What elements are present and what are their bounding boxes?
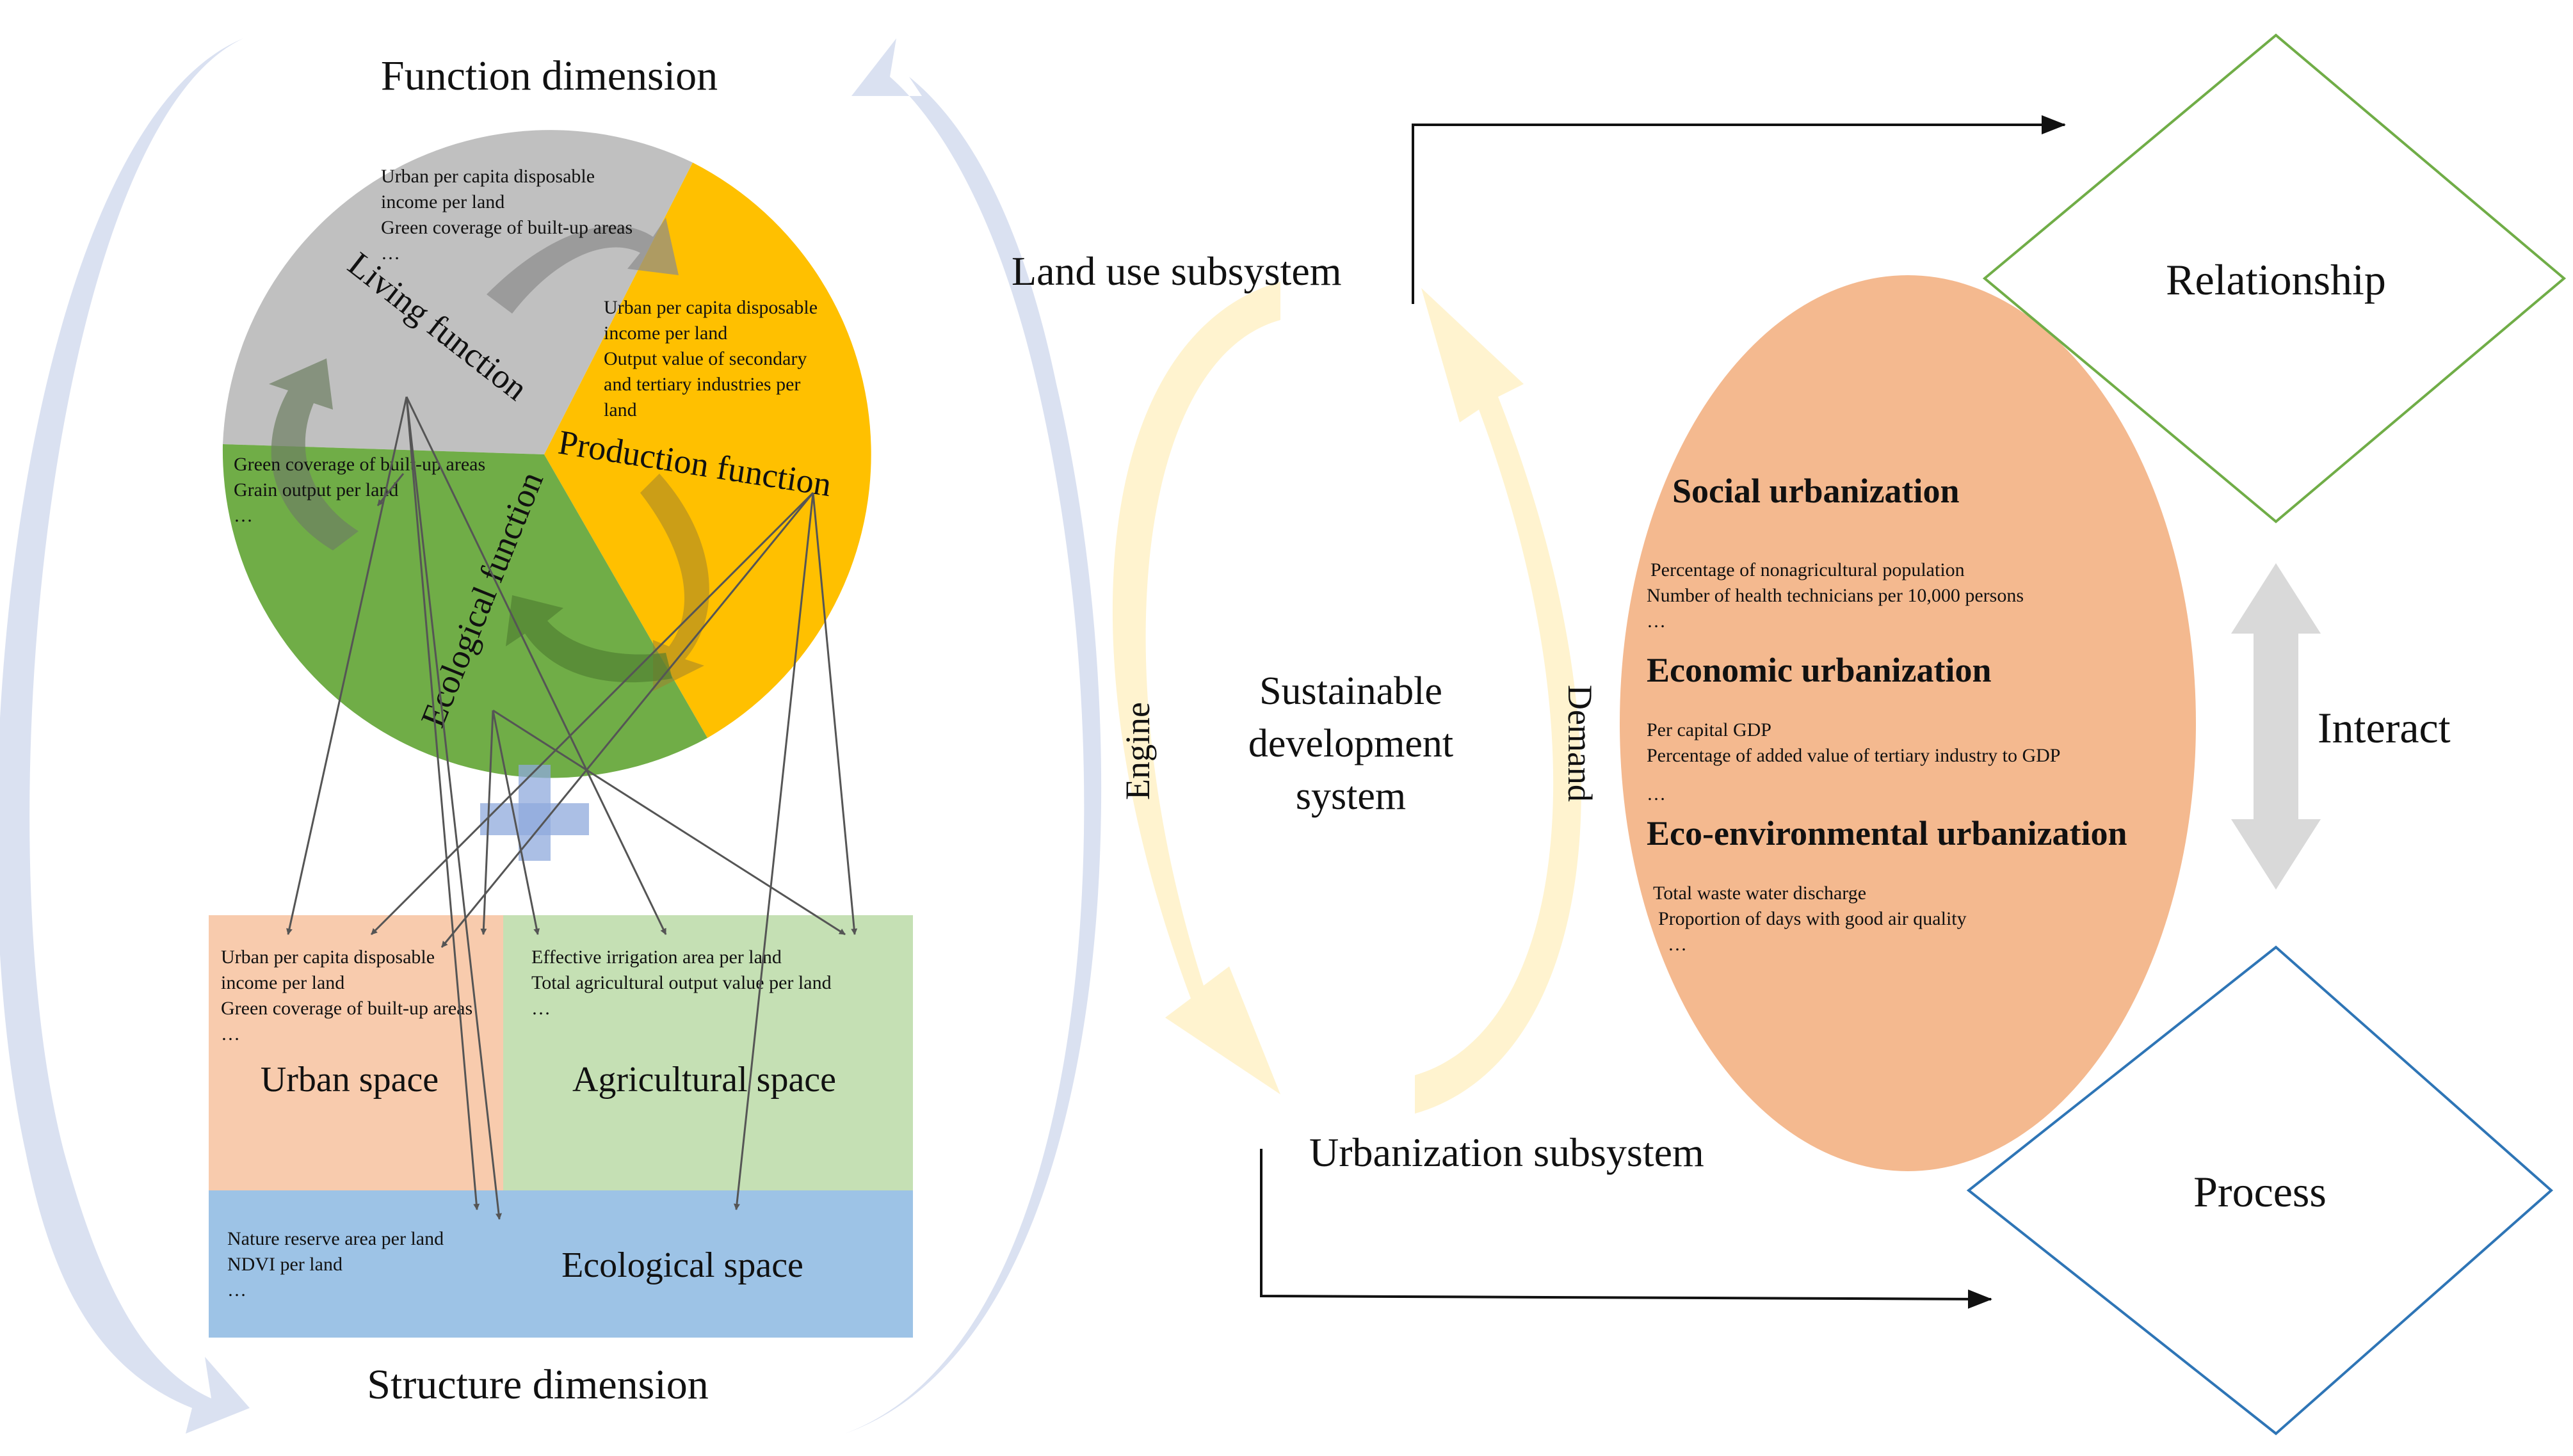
center-cycle-arrows (1112, 282, 1581, 1114)
svg-text:…: … (381, 243, 400, 264)
engine-label: Engine (1118, 702, 1157, 800)
inner-cycle-arrow-2 (640, 474, 709, 691)
demand-arrow (1415, 288, 1581, 1114)
svg-text:land: land (604, 399, 637, 420)
svg-text:…: … (1647, 611, 1666, 632)
urbanization-subsystem-label: Urbanization subsystem (1309, 1130, 1704, 1175)
svg-text:Per capital GDP: Per capital GDP (1647, 719, 1771, 740)
inner-cycle-arrow-4 (269, 358, 359, 550)
agricultural-space-label: Agricultural space (572, 1060, 836, 1100)
interact-label: Interact (2318, 703, 2451, 752)
process-diamond (1966, 945, 2554, 1436)
production-function-sector (544, 163, 871, 738)
plus-icon (480, 765, 589, 861)
urban-space-indicators: Urban per capita disposable income per l… (221, 947, 472, 1044)
core-line-2: development (1248, 722, 1453, 765)
svg-text:Grain output per land: Grain output per land (234, 479, 398, 500)
svg-text:income per land: income per land (221, 972, 344, 993)
core-line-3: system (1296, 774, 1406, 818)
function-to-space-connectors (286, 396, 858, 1220)
svg-text:Green coverage of built-up are: Green coverage of built-up areas (221, 998, 472, 1019)
svg-text:…: … (227, 1279, 246, 1300)
svg-text:…: … (234, 505, 253, 526)
process-label: Process (2193, 1167, 2327, 1216)
structure-dimension-label: Structure dimension (367, 1361, 708, 1408)
eco-environmental-urbanization-group: Eco-environmental urbanization Total was… (1647, 814, 2127, 955)
svg-text:Social urbanization: Social urbanization (1672, 472, 1960, 510)
social-urbanization-group: Social urbanization Percentage of nonagr… (1647, 472, 2024, 632)
production-indicators: Urban per capita disposable income per l… (604, 297, 818, 420)
svg-text:Effective irrigation area per: Effective irrigation area per land (531, 947, 782, 968)
svg-text:Urban per capita disposable: Urban per capita disposable (221, 947, 435, 968)
demand-label: Demand (1561, 685, 1599, 802)
urban-space-label: Urban space (261, 1060, 439, 1100)
living-function-sector (223, 130, 693, 455)
svg-text:Nature reserve area per land: Nature reserve area per land (227, 1228, 444, 1249)
svg-text:…: … (221, 1023, 240, 1044)
inner-cycle-arrow-1 (487, 218, 679, 314)
svg-text:Economic urbanization: Economic urbanization (1647, 651, 1992, 689)
svg-text:Percentage of added value of t: Percentage of added value of tertiary in… (1647, 745, 2060, 766)
svg-text:…: … (1647, 783, 1666, 804)
svg-text:income per land: income per land (381, 191, 504, 212)
svg-text:income per land: income per land (604, 323, 727, 344)
function-pie (222, 130, 871, 778)
svg-text:Percentage of nonagricultural: Percentage of nonagricultural population (1650, 559, 1965, 580)
svg-text:Green coverage of built-up are: Green coverage of built-up areas (234, 454, 485, 475)
agricultural-space-box (503, 915, 913, 1190)
svg-text:…: … (1668, 934, 1687, 955)
svg-text:Output value of secondary: Output value of secondary (604, 348, 807, 369)
svg-text:Proportion of days with good a: Proportion of days with good air quality (1658, 908, 1967, 929)
function-dimension-label: Function dimension (381, 52, 718, 99)
living-indicators: Urban per capita disposable income per l… (381, 166, 633, 264)
outer-cycle-arrows (0, 38, 1102, 1434)
svg-text:Urban per capita disposable: Urban per capita disposable (604, 297, 818, 318)
ecological-space-indicators: Nature reserve area per land NDVI per la… (227, 1228, 444, 1300)
svg-text:Total agricultural output valu: Total agricultural output value per land (531, 972, 832, 993)
land-use-subsystem-label: Land use subsystem (1012, 248, 1342, 294)
inner-cycle-arrow-3 (506, 595, 672, 683)
left-outer-arrow (0, 38, 250, 1434)
ecological-space-label: Ecological space (561, 1245, 803, 1285)
relationship-diamond (1982, 33, 2567, 524)
interact-arrow (2231, 563, 2321, 890)
relationship-label: Relationship (2166, 255, 2386, 304)
agricultural-space-indicators: Effective irrigation area per land Total… (531, 947, 832, 1019)
core-line-1: Sustainable (1259, 669, 1442, 713)
ecological-space-box (209, 1190, 913, 1338)
economic-urbanization-group: Economic urbanization Per capital GDP Pe… (1647, 651, 2060, 804)
urban-space-box (209, 915, 503, 1190)
svg-text:…: … (531, 998, 551, 1019)
svg-text:Green coverage of built-up are: Green coverage of built-up areas (381, 217, 633, 238)
urbanization-ellipse (1620, 275, 2196, 1171)
svg-text:Urban per capita disposable: Urban per capita disposable (381, 166, 595, 187)
svg-text:Number of health technicians p: Number of health technicians per 10,000 … (1647, 585, 2024, 606)
svg-text:Total waste water discharge: Total waste water discharge (1653, 883, 1866, 904)
relationship-connector (1412, 115, 2066, 304)
svg-text:NDVI per land: NDVI per land (227, 1254, 343, 1275)
svg-text:Eco-environmental urbanization: Eco-environmental urbanization (1647, 814, 2127, 852)
engine-arrow (1112, 282, 1280, 1094)
process-connector (1260, 1149, 1992, 1309)
svg-text:and tertiary industries per: and tertiary industries per (604, 374, 800, 395)
